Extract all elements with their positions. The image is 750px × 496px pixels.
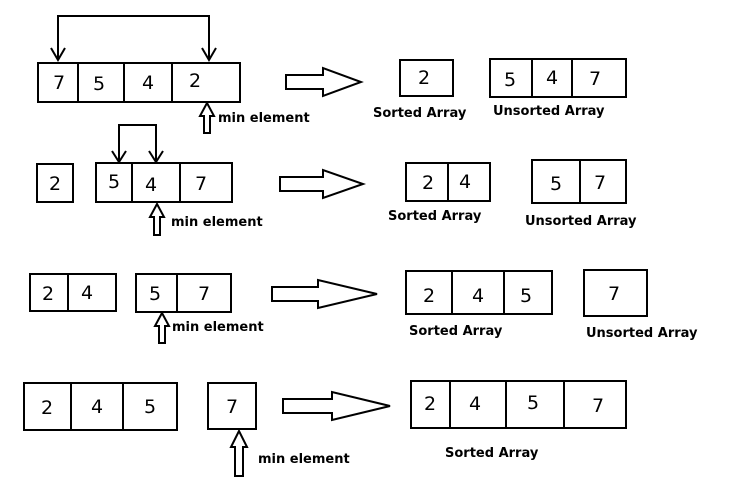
array-cell: 2: [189, 70, 201, 92]
prefix-cell: 4: [91, 396, 103, 418]
sorted-prefix: 2: [36, 163, 74, 203]
sorted-array-label: Sorted Array: [373, 106, 467, 121]
min-element-label: min element: [172, 320, 264, 335]
prefix-cell: 5: [144, 396, 156, 418]
array-cell: 7: [226, 396, 238, 418]
row-4: 2 4 5 7 min element 2 4 5 7 Sorted Array: [23, 380, 627, 477]
array-cell: 7: [195, 173, 207, 195]
unsorted-array-label: Unsorted Array: [586, 326, 698, 341]
sorted-array-label: Sorted Array: [409, 324, 503, 339]
transition-arrow: [279, 168, 367, 200]
array-box: [37, 62, 241, 103]
row-3: 2 4 5 7 min element 2 4 5 Sorted Array 7: [29, 269, 698, 344]
min-pointer-arrow: [148, 201, 166, 236]
unsorted-cell: 7: [608, 283, 620, 305]
unsorted-array: 7: [583, 269, 648, 317]
sorted-array: 2 4: [405, 162, 491, 202]
sorted-array: 2 4 5: [405, 270, 553, 315]
sorted-cell: 5: [520, 285, 532, 307]
unsorted-cell: 5: [550, 173, 562, 195]
min-element-label: min element: [218, 111, 310, 126]
working-array: 5 7: [135, 273, 232, 313]
working-array: 7: [207, 382, 257, 430]
sorted-cell: 2: [424, 393, 436, 415]
unsorted-array: 5 7: [531, 159, 627, 204]
transition-arrow: [282, 390, 391, 422]
sorted-cell: 4: [459, 171, 471, 193]
unsorted-cell: 5: [504, 69, 516, 91]
array-cell: 4: [142, 72, 154, 94]
unsorted-array-label: Unsorted Array: [493, 104, 605, 119]
unsorted-cell: 7: [589, 68, 601, 90]
sorted-array: 2 4 5 7: [410, 380, 627, 429]
swap-bracket-arrow: [111, 124, 164, 164]
sorted-cell: 4: [469, 393, 481, 415]
sorted-array-label: Sorted Array: [445, 446, 539, 461]
working-array: 5 4 7: [95, 162, 233, 203]
prefix-cell: 4: [81, 282, 93, 304]
min-element-label: min element: [171, 215, 263, 230]
sorted-cell: 2: [422, 172, 434, 194]
sorted-cell: 5: [527, 392, 539, 414]
array-cell: 4: [145, 174, 157, 196]
prefix-cell: 2: [49, 173, 61, 195]
working-array: 7 5 4 2: [37, 62, 241, 103]
prefix-cell: 2: [42, 283, 54, 305]
unsorted-array-label: Unsorted Array: [525, 214, 637, 229]
unsorted-cell: 4: [546, 67, 558, 89]
sorted-array-label: Sorted Array: [388, 209, 482, 224]
min-pointer-arrow: [229, 428, 249, 477]
array-cell: 5: [108, 171, 120, 193]
array-cell: 7: [53, 72, 65, 94]
sorted-cell: 7: [592, 395, 604, 417]
array-cell: 5: [149, 283, 161, 305]
prefix-cell: 2: [41, 397, 53, 419]
row-2: 2 5 4 7 min element 2 4 Sorted Array: [36, 124, 637, 236]
min-pointer-arrow: [153, 310, 171, 344]
array-cell: 7: [198, 283, 210, 305]
sorted-cell: 2: [423, 285, 435, 307]
array-cell: 5: [93, 73, 105, 95]
unsorted-cell: 7: [594, 172, 606, 194]
sorted-prefix: 2 4 5: [23, 382, 178, 431]
transition-arrow: [271, 278, 378, 310]
sorted-prefix: 2 4: [29, 273, 117, 312]
min-element-label: min element: [258, 452, 350, 467]
transition-arrow: [285, 66, 364, 98]
sorted-cell: 4: [472, 285, 484, 307]
row-1: 7 5 4 2 min element 2 Sorted Array 5 4: [37, 15, 627, 134]
swap-bracket-arrow: [50, 15, 217, 62]
unsorted-array: 5 4 7: [489, 58, 627, 98]
sorted-array: 2: [399, 59, 454, 97]
min-pointer-arrow: [198, 100, 216, 134]
sorted-cell: 2: [418, 67, 430, 89]
